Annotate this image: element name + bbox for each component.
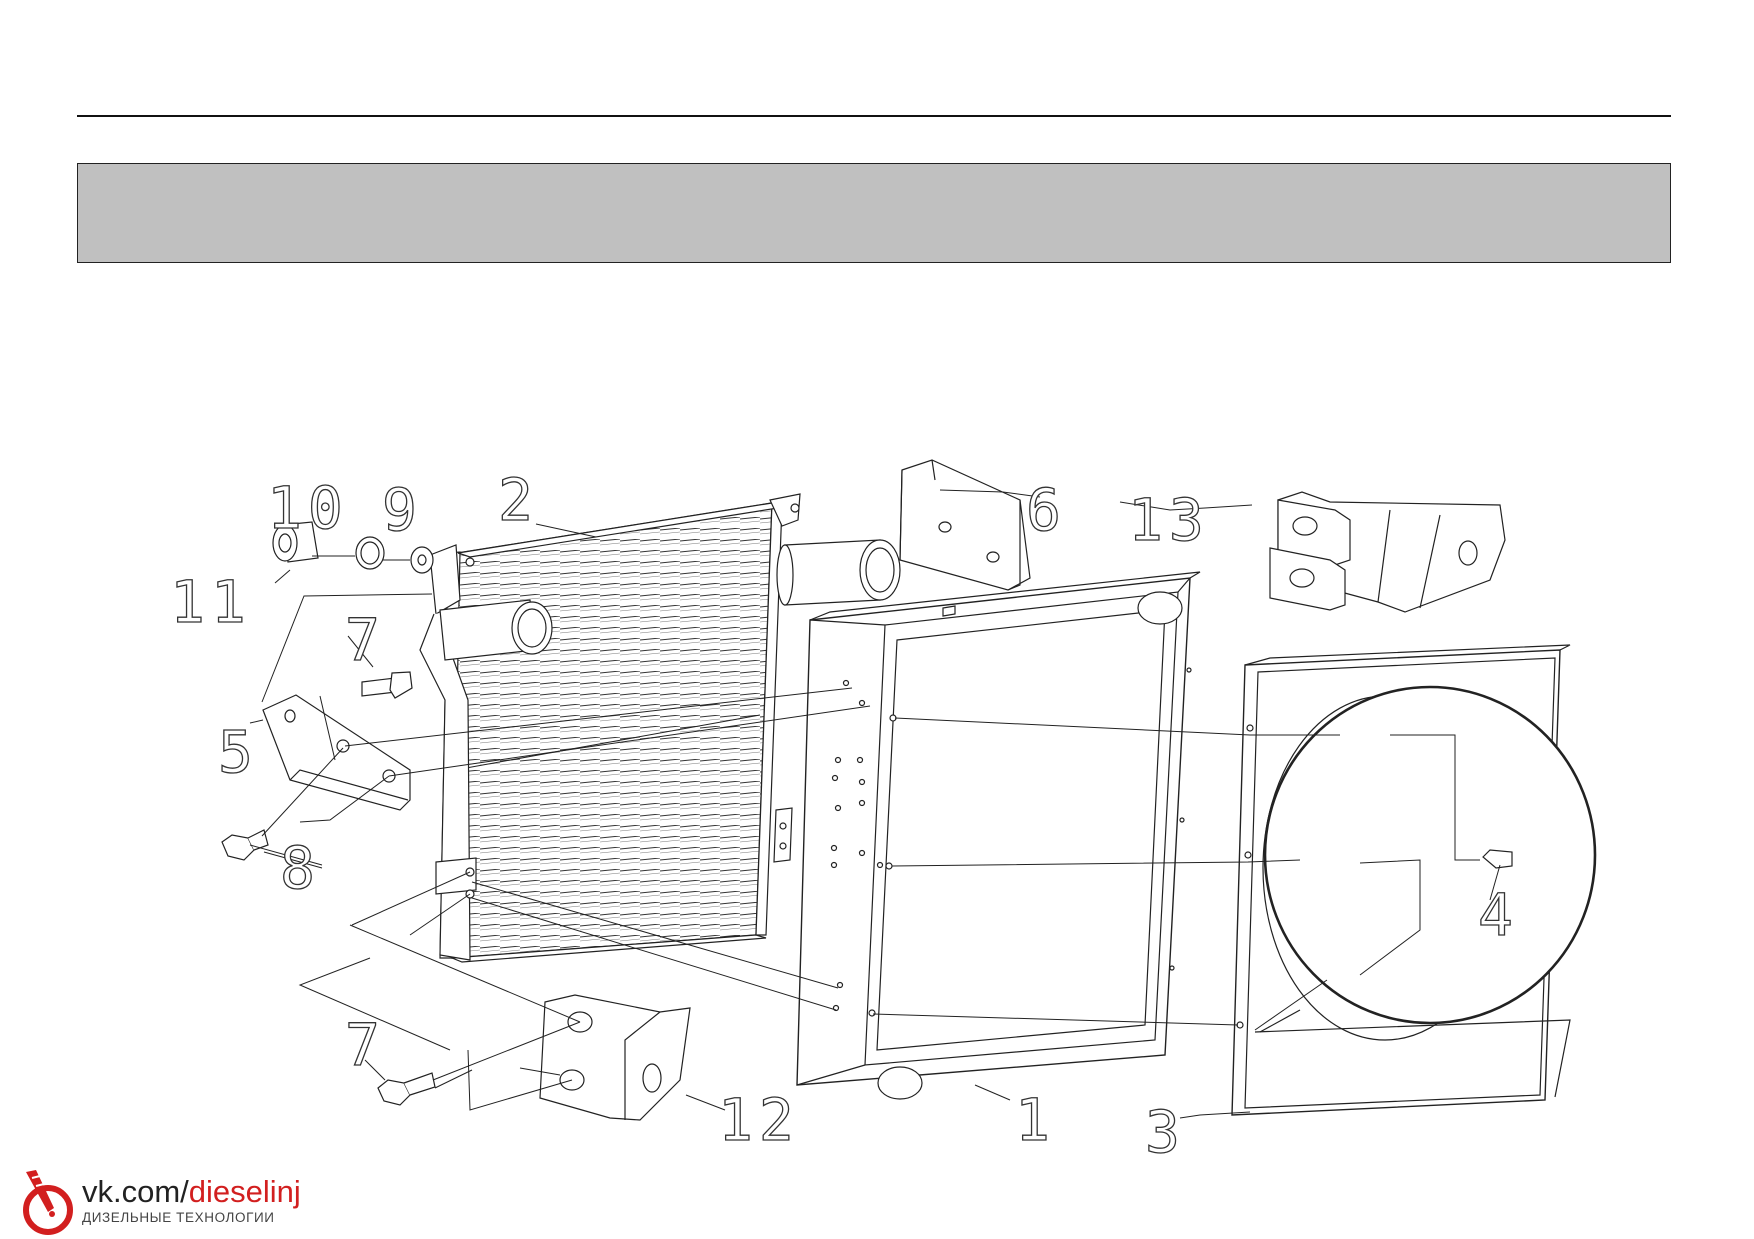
callout-3: 3 [1145, 1098, 1186, 1166]
top-bracket [899, 459, 1031, 591]
fan-shroud [1231, 644, 1597, 1116]
mounting-plate [262, 694, 411, 811]
leader-lines [249, 489, 1501, 1119]
callout-2: 2 [498, 466, 539, 534]
callout-11: 11 [170, 568, 252, 636]
watermark-tagline: ДИЗЕЛЬНЫЕ ТЕХНОЛОГИИ [82, 1210, 275, 1225]
callout-13: 13 [1128, 486, 1210, 554]
radiator-bolt-holes [830, 667, 1192, 1017]
watermark-site-accent: dieselinj [188, 1174, 301, 1209]
radiator-frame [796, 571, 1201, 1100]
lower-bracket [539, 994, 691, 1121]
callout-4: 4 [1478, 881, 1519, 949]
callout-12: 12 [718, 1086, 800, 1154]
watermark-site-prefix: vk.com/ [82, 1174, 189, 1209]
injector-logo-icon [23, 1170, 73, 1235]
watermark: vk.com/dieselinj ДИЗЕЛЬНЫЕ ТЕХНОЛОГИИ [18, 1168, 338, 1236]
washer-stack [272, 521, 434, 574]
header-band [77, 163, 1671, 263]
bolts [221, 671, 1513, 1106]
callout-6: 6 [1026, 476, 1067, 544]
top-rule [77, 115, 1671, 117]
callout-7-top: 7 [345, 606, 386, 674]
callout-10: 10 [267, 474, 349, 542]
watermark-site: vk.com/dieselinj [82, 1174, 301, 1210]
callout-1: 1 [1015, 1086, 1056, 1154]
callout-7-bottom: 7 [345, 1011, 386, 1079]
callout-8: 8 [280, 834, 321, 902]
callout-9: 9 [382, 476, 423, 544]
charge-air-cooler [419, 493, 901, 963]
callout-5: 5 [218, 718, 259, 786]
side-bracket [1269, 491, 1506, 613]
